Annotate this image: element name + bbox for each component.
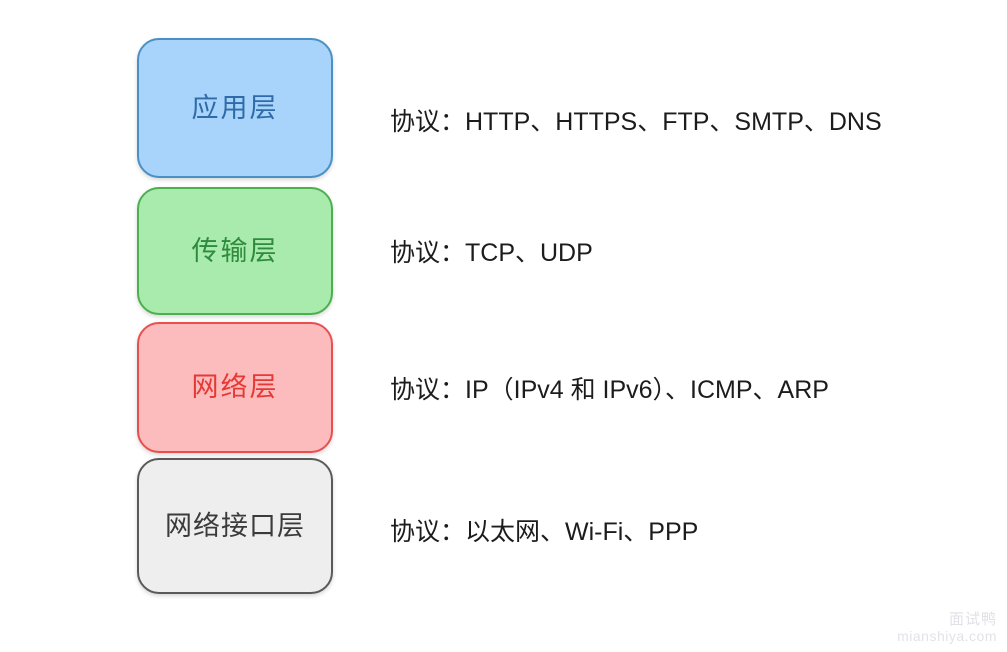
- layer-label-link: 网络接口层: [165, 510, 305, 541]
- protocol-text-transport: 协议：TCP、UDP: [390, 239, 593, 267]
- watermark-brand: 面试鸭: [948, 610, 997, 628]
- protocol-text-link: 协议：以太网、Wi-Fi、PPP: [390, 518, 699, 546]
- protocol-text-network: 协议：IP（IPv4 和 IPv6）、ICMP、ARP: [390, 376, 829, 404]
- protocol-text-application: 协议：HTTP、HTTPS、FTP、SMTP、DNS: [390, 108, 882, 136]
- layer-label-application: 应用层: [191, 92, 279, 123]
- watermark-url: mianshiya.com: [897, 627, 997, 644]
- layer-label-transport: 传输层: [191, 235, 279, 266]
- layer-box-transport: 传输层: [137, 187, 333, 315]
- layer-label-network: 网络层: [191, 372, 279, 402]
- layer-box-network: 网络层: [137, 322, 333, 453]
- layer-box-link: 网络接口层: [137, 458, 333, 594]
- watermark: 面试鸭 mianshiya.com: [897, 611, 997, 644]
- layer-box-application: 应用层: [137, 38, 333, 178]
